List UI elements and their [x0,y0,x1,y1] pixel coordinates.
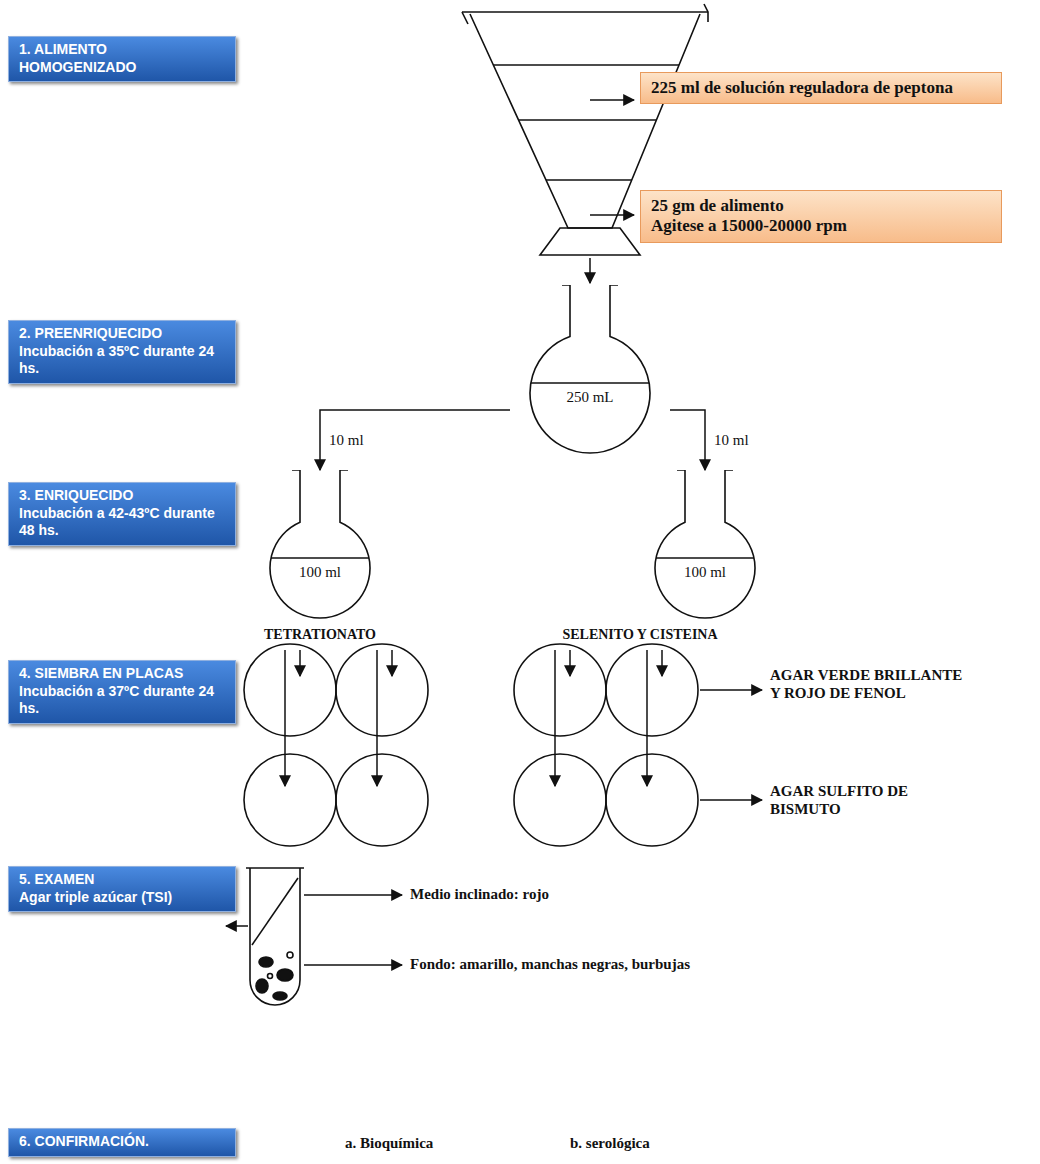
flask-outline [625,470,785,620]
step-box: 3. ENRIQUECIDOIncubación a 42-43ºC duran… [8,482,236,546]
annotation: Medio inclinado: rojo [410,885,830,903]
transfer-arrow [320,410,510,470]
step-box: 2. PREENRIQUECIDOIncubación a 35ºC duran… [8,320,236,384]
node-heading: 225 ml de solución reguladora de peptona [651,78,991,98]
node-heading: 6. CONFIRMACIÓN. [19,1133,227,1151]
annotation: a. Bioquímica [345,1134,525,1152]
step-box: 1. ALIMENTO HOMOGENIZADO [8,36,236,82]
liquid-level [656,557,754,558]
node-body: Incubación a 42-43ºC durante 48 hs. [19,505,227,540]
tsi-tube [246,868,304,1005]
node-body: Agitese a 15000-20000 rpm [651,216,991,236]
flask-glass [270,470,370,618]
step-box: 6. CONFIRMACIÓN. [8,1128,236,1157]
annotation: Fondo: amarillo, manchas negras, burbuja… [410,955,850,973]
node-heading: 4. SIEMBRA EN PLACAS [19,665,227,683]
annotation: AGAR VERDE BRILLANTE Y ROJO DE FENOL [770,666,965,702]
volume-label: 10 ml [327,432,366,449]
reagent-box: 225 ml de solución reguladora de peptona [640,72,1002,104]
step-box: 4. SIEMBRA EN PLACASIncubación a 37ºC du… [8,660,236,724]
node-heading: 1. ALIMENTO HOMOGENIZADO [19,41,227,76]
flask-outline [510,285,670,455]
flask-glass [530,285,650,453]
node-body: Incubación a 35ºC durante 24 hs. [19,343,227,378]
flask-outline [240,470,400,620]
reagent-box: 25 gm de alimentoAgitese a 15000-20000 r… [640,190,1002,243]
annotation: TETRATIONATO [245,627,395,644]
annotation: AGAR SULFITO DE BISMUTO [770,782,950,818]
node-body: Incubación a 37ºC durante 24 hs. [19,683,227,718]
node-heading: 25 gm de alimento [651,196,991,216]
node-heading: 250 mL [510,389,670,406]
liquid-level [271,557,369,558]
petri-plates [244,644,698,846]
liquid-level [531,382,649,383]
node-heading: 100 ml [625,564,785,581]
flask: 100 ml [625,470,785,620]
volume-label: 10 ml [712,432,751,449]
transfer-arrow [670,410,705,470]
node-heading: 5. EXAMEN [19,871,227,889]
flask: 100 ml [240,470,400,620]
flask: 250 mL [510,285,670,455]
node-heading: 3. ENRIQUECIDO [19,487,227,505]
step-box: 5. EXAMENAgar triple azúcar (TSI) [8,866,236,912]
flask-glass [655,470,755,618]
annotation: SELENITO Y CISTEINA [515,627,765,644]
node-body: Agar triple azúcar (TSI) [19,889,227,907]
annotation: b. serológica [570,1134,750,1152]
node-heading: 2. PREENRIQUECIDO [19,325,227,343]
node-heading: 100 ml [240,564,400,581]
